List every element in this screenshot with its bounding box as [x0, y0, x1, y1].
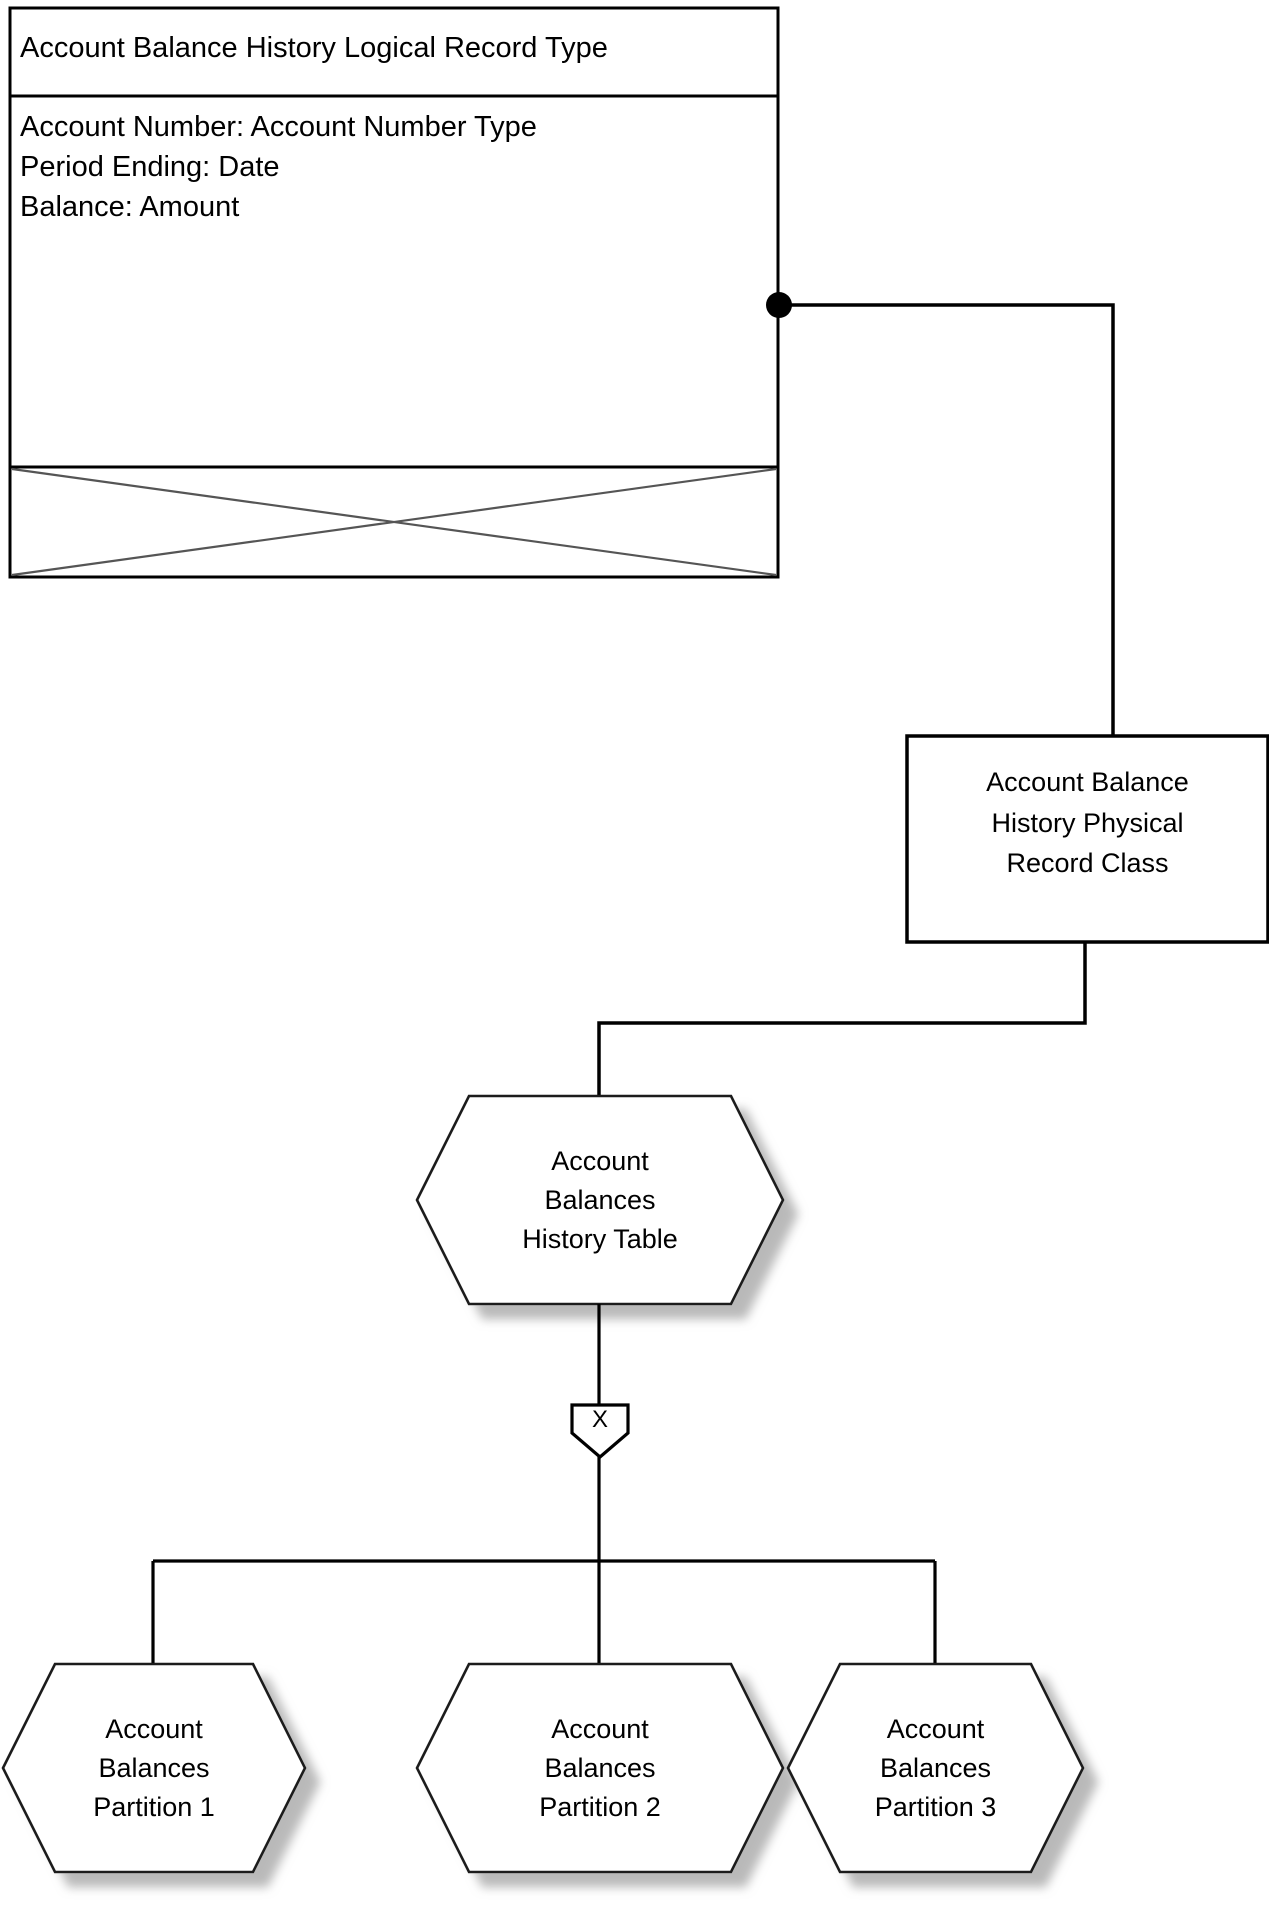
connector-physical-to-table	[597, 942, 1087, 1098]
logical-record-type-box[interactable]	[8, 6, 780, 579]
connector-gate-to-partitions	[151, 1457, 937, 1666]
partition-3-hexagon[interactable]	[786, 1662, 1085, 1874]
partition-1-hexagon[interactable]	[1, 1662, 307, 1874]
crossed-out-compartment	[11, 467, 777, 577]
connector-logical-to-physical	[766, 292, 1115, 736]
partition-2-hexagon[interactable]	[415, 1662, 785, 1874]
physical-record-class-box[interactable]	[905, 734, 1269, 944]
exclusive-gate-shield[interactable]	[570, 1403, 630, 1460]
history-table-hexagon[interactable]	[415, 1094, 785, 1306]
